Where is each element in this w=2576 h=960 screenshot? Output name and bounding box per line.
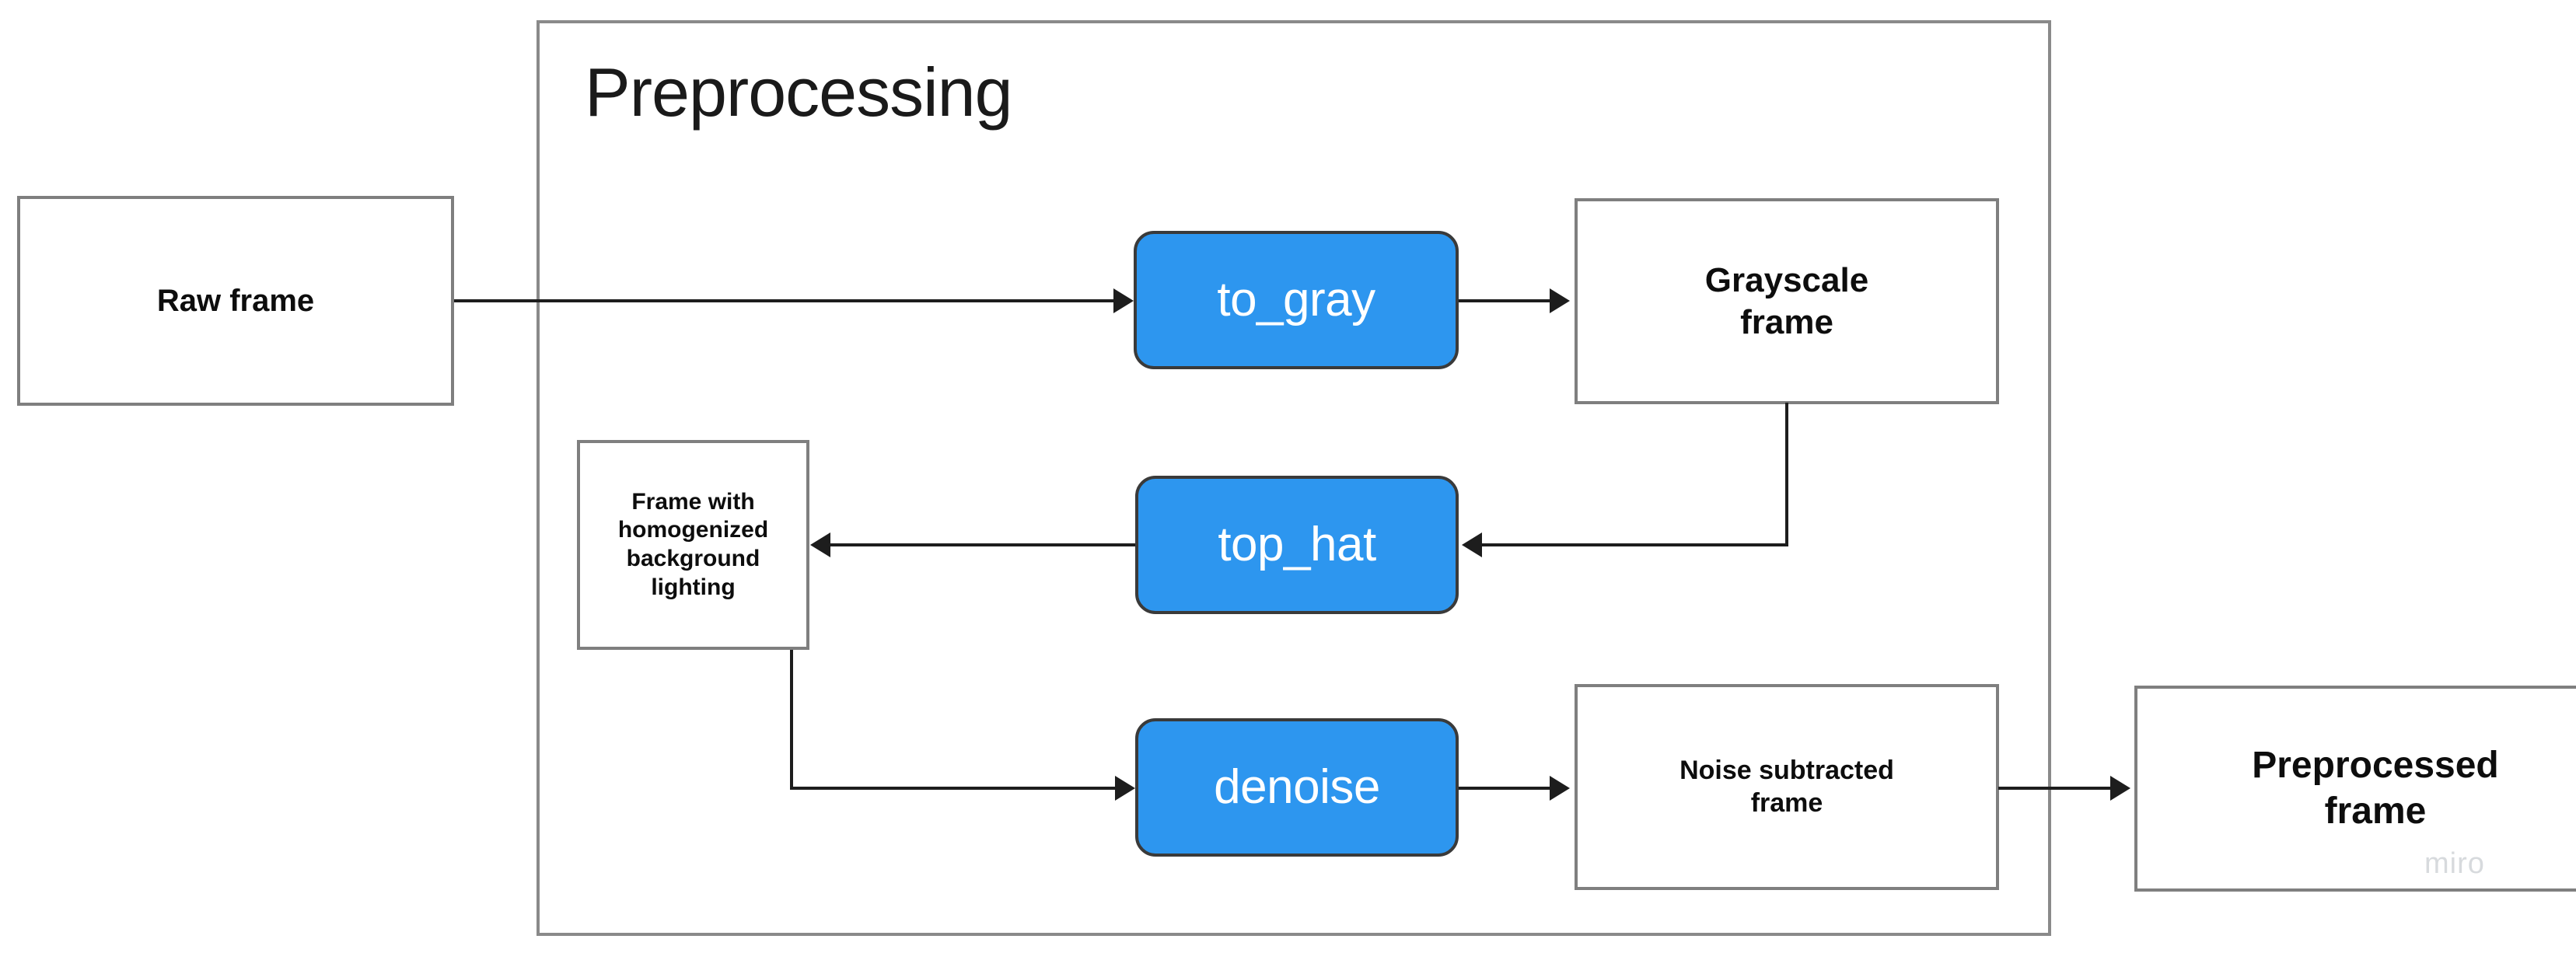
edge-homogenized-denoise-horizontal: [790, 787, 1120, 790]
edge-to-gray-grayscale-arrowhead: [1550, 288, 1570, 313]
edge-to-gray-grayscale-line: [1459, 299, 1550, 302]
node-noise-subtracted-frame-label-line1: Noise subtracted: [1679, 756, 1894, 786]
node-noise-subtracted-frame-label-line2: frame: [1750, 787, 1823, 818]
miro-watermark: miro: [2424, 847, 2485, 880]
edge-grayscale-top-hat-vertical: [1785, 403, 1788, 546]
edge-noise-subtracted-preprocessed-arrowhead: [2110, 776, 2130, 801]
node-grayscale-frame-label-line2: frame: [1740, 302, 1833, 341]
preprocessing-group-title: Preprocessing: [585, 54, 1013, 131]
edge-denoise-noise-subtracted-arrowhead: [1550, 776, 1570, 801]
node-denoise[interactable]: denoise: [1135, 718, 1459, 857]
node-denoise-label: denoise: [1214, 760, 1380, 815]
node-frame-homogenized-label-line2: homogenized: [617, 517, 769, 543]
node-to-gray[interactable]: to_gray: [1134, 231, 1459, 369]
node-raw-frame[interactable]: Raw frame: [17, 196, 454, 406]
node-noise-subtracted-frame[interactable]: Noise subtracted frame: [1575, 684, 1999, 890]
edge-homogenized-denoise-arrowhead: [1115, 776, 1135, 801]
preprocessing-group-box[interactable]: [537, 20, 2051, 936]
edge-noise-subtracted-preprocessed-line: [1998, 787, 2110, 790]
edge-grayscale-top-hat-arrowhead: [1462, 532, 1482, 557]
node-grayscale-frame[interactable]: Grayscale frame: [1575, 198, 1999, 404]
edge-denoise-noise-subtracted-line: [1459, 787, 1550, 790]
edge-top-hat-homogenized-arrowhead: [810, 532, 830, 557]
edge-raw-frame-to-gray-line: [454, 299, 1119, 302]
node-preprocessed-frame[interactable]: Preprocessed frame: [2134, 686, 2576, 892]
node-top-hat-label: top_hat: [1218, 518, 1376, 572]
node-preprocessed-frame-label-line1: Preprocessed: [2252, 744, 2499, 786]
node-raw-frame-label: Raw frame: [156, 283, 315, 318]
node-grayscale-frame-label-line1: Grayscale: [1704, 260, 1869, 299]
node-to-gray-label: to_gray: [1217, 273, 1375, 327]
node-preprocessed-frame-label-line2: frame: [2324, 790, 2427, 832]
edge-top-hat-homogenized-line: [830, 543, 1135, 546]
node-frame-homogenized-label-line1: Frame with: [631, 488, 755, 515]
node-top-hat[interactable]: top_hat: [1135, 476, 1459, 614]
node-frame-homogenized[interactable]: Frame with homogenized background lighti…: [577, 440, 809, 650]
edge-raw-frame-to-gray-arrowhead: [1113, 288, 1134, 313]
edge-grayscale-top-hat-horizontal: [1482, 543, 1788, 546]
node-frame-homogenized-label-line3: background lighting: [626, 546, 760, 600]
edge-homogenized-denoise-vertical: [790, 650, 793, 790]
